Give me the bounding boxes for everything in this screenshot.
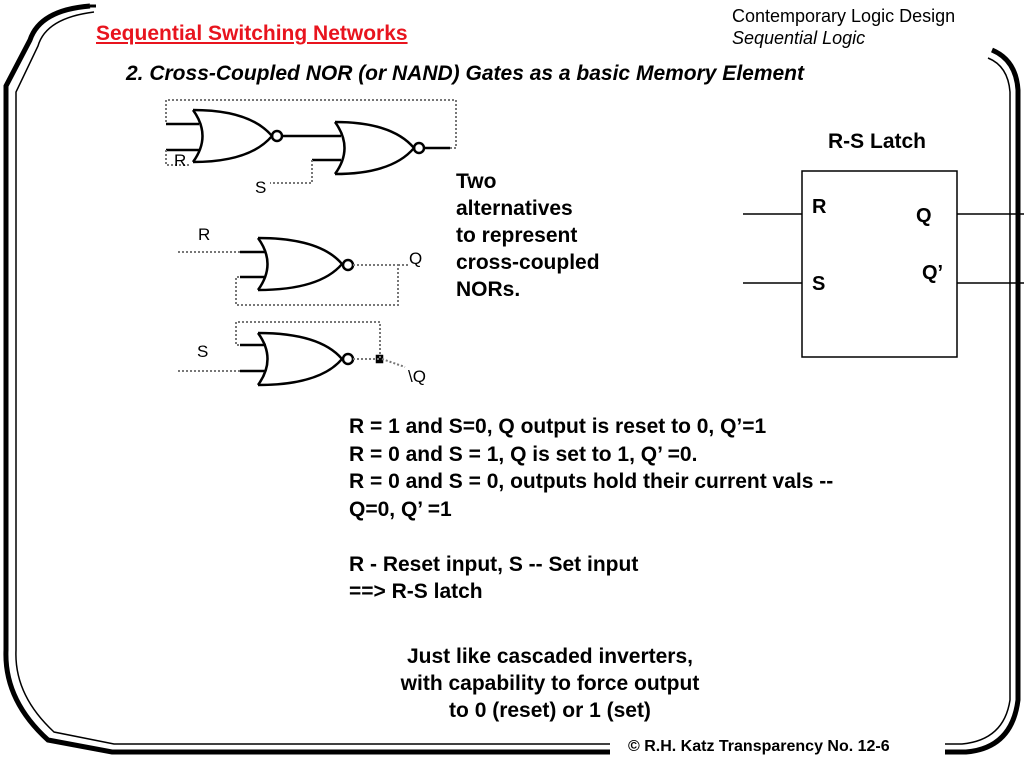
cross-coupled-nor-diagram-2: [178, 236, 408, 387]
latch-r-pin: R: [812, 196, 827, 218]
frame-right-border: [945, 47, 1021, 755]
latch-title: R-S Latch: [828, 130, 927, 153]
fact-line: Q=0, Q’ =1: [349, 497, 452, 521]
latch-qprime-pin: Q’: [922, 262, 944, 284]
nor-gate-bottom-body: [257, 331, 344, 387]
nor-gate-2-body: [334, 120, 416, 176]
closing-line: to 0 (reset) or 1 (set): [449, 699, 651, 722]
fact-line: R - Reset input, S -- Set input: [349, 552, 639, 576]
closing-line: with capability to force output: [400, 672, 700, 695]
fact-line: ==> R-S latch: [349, 580, 483, 603]
nor-gate-1-back: [191, 109, 204, 163]
rs-latch-symbol: [743, 170, 1024, 358]
course-name: Contemporary Logic Design: [732, 6, 956, 26]
diagram2-qbar-label: \Q: [408, 367, 426, 386]
slide-title: Sequential Switching Networks: [96, 22, 408, 45]
cross-coupled-nor-diagram-1: [165, 99, 457, 184]
frame-left-border: [3, 3, 610, 755]
nor-gate-top-body: [257, 236, 344, 292]
diagram2-s-label: S: [197, 342, 209, 361]
fact-line: R = 1 and S=0, Q output is reset to 0, Q…: [349, 415, 767, 438]
closing-remark: Just like cascaded inverters, with capab…: [340, 643, 760, 724]
course-topic: Sequential Logic: [732, 28, 866, 48]
alternatives-note: Two alternatives to represent cross-coup…: [456, 170, 600, 301]
footer-credit: © R.H. Katz Transparency No. 12-6: [628, 738, 890, 755]
diagram2-r-label: R: [198, 225, 211, 244]
latch-box: [801, 170, 958, 358]
latch-q-pin: Q: [916, 205, 932, 227]
diagram2-q-label: Q: [409, 249, 423, 268]
nor-gate-1-body: [192, 108, 274, 164]
diagram1-r-label: R: [174, 151, 187, 170]
closing-line: Just like cascaded inverters,: [407, 645, 693, 668]
truth-statements: R = 1 and S=0, Q output is reset to 0, Q…: [349, 413, 833, 606]
slide-subtitle: 2. Cross-Coupled NOR (or NAND) Gates as …: [126, 62, 804, 85]
fact-line: [349, 523, 833, 551]
fact-line: R = 0 and S = 1, Q is set to 1, Q’ =0.: [349, 442, 698, 466]
diagram1-s-label: S: [255, 178, 267, 197]
fact-line: R = 0 and S = 0, outputs hold their curr…: [349, 470, 834, 493]
latch-s-pin: S: [812, 273, 826, 295]
